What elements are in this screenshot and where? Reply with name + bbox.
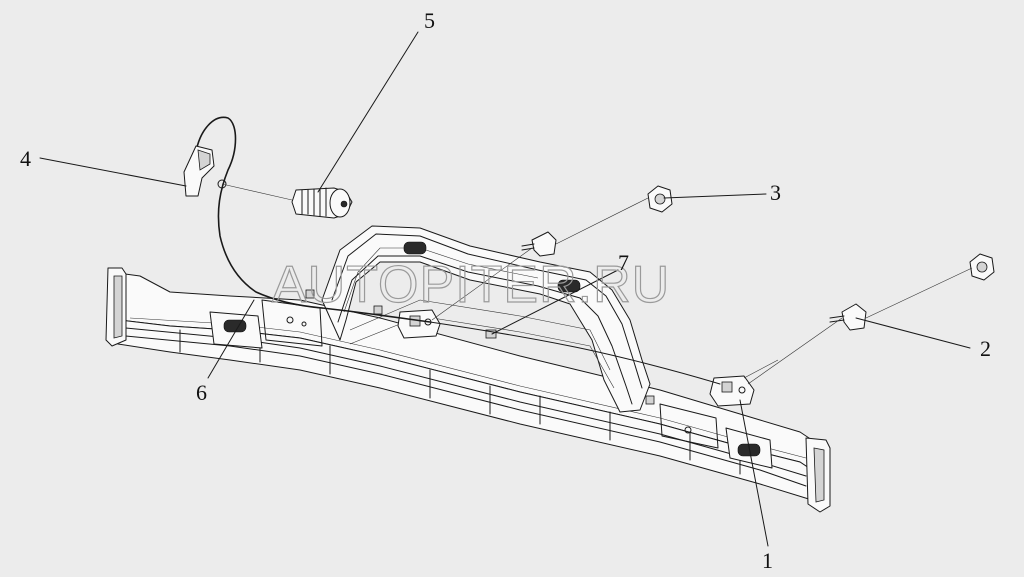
bolt-left [521,231,557,257]
center-bracket [397,309,441,339]
watermark-text: AUTOPITER.RU [272,256,670,314]
callout-5: 5 [424,8,435,33]
callout-3: 3 [770,180,781,205]
plug-bolt [291,187,353,219]
bolt-right [829,303,867,331]
callout-7: 7 [618,250,629,275]
callout-6: 6 [196,380,207,405]
small-clips [305,289,655,405]
right-bracket [709,375,755,407]
release-handle [183,145,227,197]
callout-2: 2 [980,336,991,361]
leader-lines [39,31,971,547]
nut-upper-left [647,185,673,213]
nut-upper-right [969,253,995,281]
callout-4: 4 [20,146,31,171]
assembly-lines [221,183,973,385]
release-cable [195,116,721,385]
callout-1: 1 [762,548,773,573]
upper-frame [321,225,651,413]
